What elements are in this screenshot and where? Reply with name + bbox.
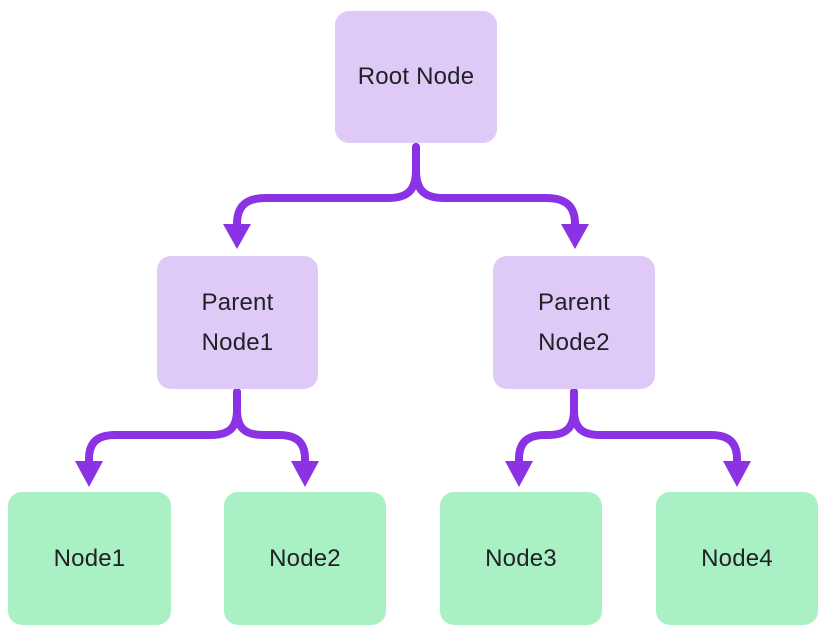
node-label-line: Node2: [269, 544, 341, 572]
tree-node-root: Root Node: [335, 11, 497, 143]
tree-node-node1: Node1: [8, 492, 171, 625]
arrowhead-node3-icon: [505, 461, 533, 487]
tree-node-node2: Node2: [224, 492, 386, 625]
tree-node-parent1: Parent Node1: [157, 256, 318, 389]
node-label-line: Node1: [53, 544, 126, 572]
node-label: Node1: [54, 539, 126, 579]
node-label: Node4: [701, 539, 773, 579]
node-label-line: Node3: [485, 544, 557, 572]
node-label: Node2: [269, 539, 341, 579]
node-label-line: Parent: [201, 288, 274, 316]
arrowhead-parent2-icon: [561, 224, 589, 249]
node-label-line: Node4: [701, 544, 773, 572]
edge-root-parent1: [233, 143, 420, 231]
edge-parent1-node1: [85, 388, 241, 466]
node-label: Node3: [485, 539, 557, 579]
node-label: Parent Node1: [202, 283, 274, 363]
node-label: Parent Node2: [538, 283, 610, 363]
edge-root-parent2: [412, 143, 579, 231]
arrowhead-node2-icon: [291, 461, 319, 487]
tree-node-node3: Node3: [440, 492, 602, 625]
edge-parent2-node4: [570, 388, 741, 466]
node-label-line: Parent: [538, 288, 610, 316]
node-label-line: Node2: [538, 328, 610, 356]
edge-parent2-node3: [515, 388, 578, 466]
tree-node-node4: Node4: [656, 492, 818, 625]
node-label: Root Node: [358, 57, 475, 97]
edge-parent1-node2: [233, 388, 309, 466]
node-label-line: Root Node: [357, 63, 475, 90]
node-label-line: Node1: [201, 328, 274, 356]
tree-node-parent2: Parent Node2: [493, 256, 655, 389]
arrowhead-node4-icon: [723, 461, 751, 487]
arrowhead-parent1-icon: [223, 224, 251, 249]
arrowhead-node1-icon: [75, 461, 103, 487]
